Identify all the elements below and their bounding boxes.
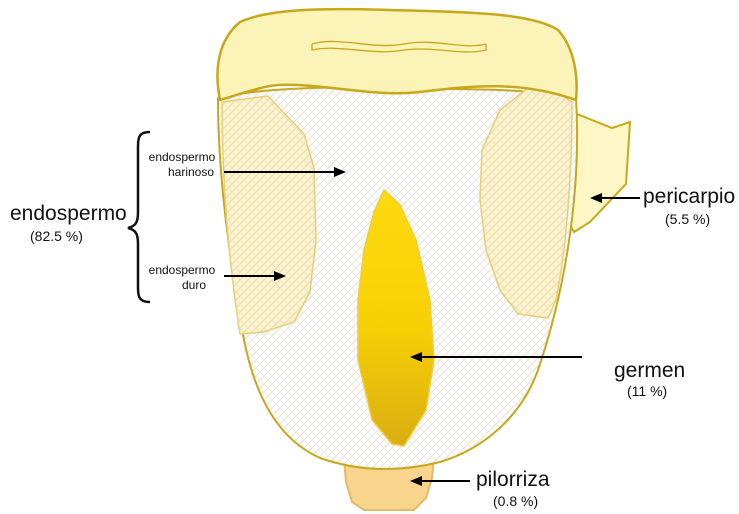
label-pericarpio-pct: (5.5 %) <box>665 211 710 227</box>
arrow-pilorriza <box>410 476 470 486</box>
label-germen-pct: (11 %) <box>627 383 667 399</box>
hard-endosperm-left <box>222 96 316 334</box>
label-endospermo-duro-line1: endospermo <box>140 263 224 278</box>
label-endospermo-harinoso-line2: harinoso <box>140 165 224 180</box>
label-endospermo: endospermo <box>10 202 127 226</box>
label-pilorriza: pilorriza <box>476 468 550 492</box>
label-endospermo-harinoso-line1: endospermo <box>140 150 224 165</box>
pericarp-cap <box>217 9 576 100</box>
label-endospermo-pct: (82.5 %) <box>30 228 83 244</box>
label-germen: germen <box>614 359 685 383</box>
label-pilorriza-pct: (0.8 %) <box>493 493 538 509</box>
label-endospermo-harinoso: endospermo harinoso <box>140 150 224 180</box>
label-endospermo-duro-line2: duro <box>140 278 224 293</box>
label-pericarpio: pericarpio <box>643 185 735 209</box>
label-endospermo-duro: endospermo duro <box>140 263 224 293</box>
